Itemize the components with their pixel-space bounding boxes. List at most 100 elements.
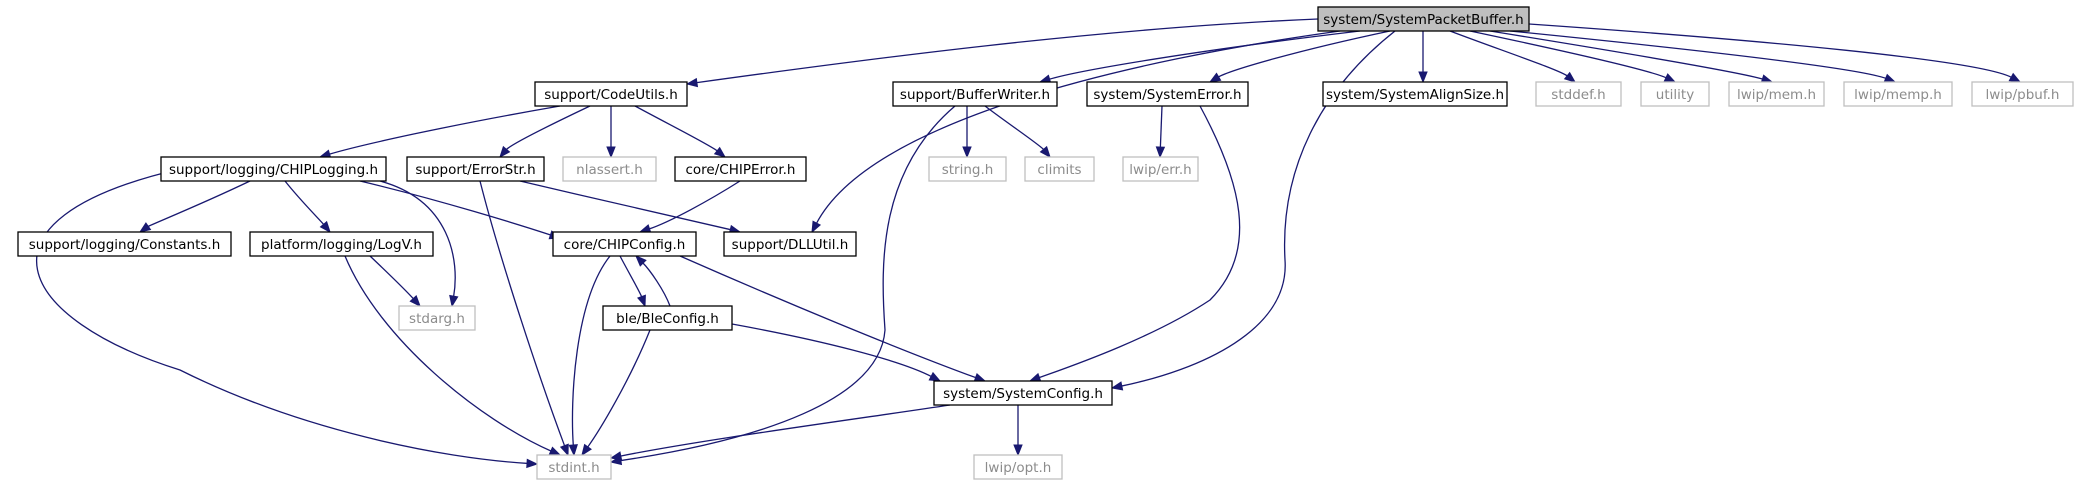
edge-systemerror-to-systemconfig	[1028, 105, 1241, 382]
edge-logv-to-stdint	[344, 255, 562, 456]
node-box	[1122, 156, 1199, 182]
edge-line	[284, 180, 325, 226]
node-label: system/SystemError.h	[1093, 87, 1241, 103]
edge-bleconfig-to-stdint	[581, 329, 651, 457]
edge-chiplogging-to-constants	[138, 180, 251, 233]
edge-line	[1528, 23, 2013, 79]
node-systemconfig[interactable]: system/SystemConfig.h	[933, 380, 1113, 406]
node-box	[406, 156, 545, 182]
node-box	[892, 81, 1058, 107]
node-label: lwip/err.h	[1129, 162, 1191, 178]
node-chiperror[interactable]: core/CHIPError.h	[674, 156, 807, 182]
edge-arrowhead	[606, 146, 616, 159]
node-label: climits	[1037, 162, 1081, 178]
edge-bleconfig-to-chipconfig	[635, 255, 671, 307]
edge-arrowhead	[2008, 72, 2022, 83]
node-box	[1086, 81, 1249, 107]
node-string: string.h	[928, 156, 1007, 182]
node-root: system/SystemPacketBuffer.h	[1317, 6, 1530, 32]
node-label: nlassert.h	[576, 162, 643, 178]
edge-arrowhead	[568, 444, 578, 457]
node-label: support/BufferWriter.h	[900, 87, 1050, 103]
node-box	[973, 454, 1063, 480]
edge-arrowhead	[635, 255, 647, 267]
edge-line	[1449, 30, 1569, 77]
edge-bufferwriter-to-string	[962, 106, 972, 159]
edge-arrowhead	[449, 294, 459, 308]
edge-codeutils-to-errorstr	[499, 105, 591, 159]
node-label: support/logging/Constants.h	[29, 237, 221, 253]
edge-line	[1038, 105, 1241, 379]
edge-chiplogging-to-stdarg	[379, 180, 459, 308]
node-label: system/SystemPacketBuffer.h	[1323, 12, 1523, 28]
edge-errorstr-to-dllutil	[519, 180, 742, 235]
node-label: core/CHIPError.h	[685, 162, 795, 178]
node-alignsize[interactable]: system/SystemAlignSize.h	[1322, 81, 1508, 107]
edge-arrowhead	[713, 146, 727, 158]
edge-errorstr-to-stdint	[479, 180, 569, 457]
node-lwiperr: lwip/err.h	[1122, 156, 1199, 182]
node-chiplogging[interactable]: support/logging/CHIPLogging.h	[160, 156, 387, 182]
node-nlassert: nlassert.h	[562, 156, 657, 182]
node-systemerror[interactable]: system/SystemError.h	[1086, 81, 1249, 107]
edge-arrowhead	[559, 443, 569, 457]
edge-arrowhead	[1039, 145, 1051, 159]
node-label: core/CHIPConfig.h	[564, 237, 686, 253]
edge-line	[571, 255, 611, 447]
edge-arrowhead	[1208, 72, 1222, 83]
edge-line	[379, 180, 456, 298]
edge-line	[147, 180, 251, 228]
node-box	[723, 231, 857, 257]
node-dllutil[interactable]: support/DLLUtil.h	[723, 231, 857, 257]
node-label: utility	[1656, 87, 1694, 103]
node-codeutils[interactable]: support/CodeUtils.h	[534, 81, 688, 107]
edge-arrowhead	[609, 451, 623, 461]
edge-systemerror-to-lwiperr	[1155, 105, 1166, 159]
edge-line	[505, 105, 591, 151]
edge-arrowhead	[526, 458, 539, 469]
edge-line	[479, 180, 566, 447]
edge-arrowhead	[138, 222, 152, 233]
node-label: stddef.h	[1551, 87, 1605, 103]
node-box	[562, 156, 657, 182]
node-label: lwip/opt.h	[985, 460, 1052, 476]
edge-arrowhead	[811, 220, 822, 234]
node-box	[928, 156, 1007, 182]
edge-root-to-codeutils	[685, 18, 1319, 88]
edge-arrowhead	[973, 372, 987, 382]
node-label: lwip/memp.h	[1854, 87, 1942, 103]
edge-root-to-dllutil	[811, 30, 1341, 234]
node-utility: utility	[1640, 81, 1710, 107]
edge-systemconfig-to-lwipopt	[1013, 405, 1023, 457]
edge-chipconfig-to-bleconfig	[619, 255, 646, 308]
node-label: support/DLLUtil.h	[732, 237, 849, 253]
node-logv[interactable]: platform/logging/LogV.h	[249, 231, 434, 257]
node-bleconfig[interactable]: ble/BleConfig.h	[602, 305, 733, 331]
edge-line	[1048, 30, 1361, 81]
node-bufferwriter[interactable]: support/BufferWriter.h	[892, 81, 1058, 107]
node-label: lwip/mem.h	[1737, 87, 1816, 103]
header-nodes: system/SystemPacketBuffer.h support/CodeU…	[17, 6, 2074, 480]
node-lwipmemp: lwip/memp.h	[1843, 81, 1953, 107]
edge-line	[619, 255, 643, 298]
node-label: system/SystemConfig.h	[943, 386, 1103, 402]
node-label: lwip/pbuf.h	[1986, 87, 2060, 103]
edge-line	[679, 255, 977, 379]
node-box	[534, 81, 688, 107]
node-box	[1024, 156, 1095, 182]
node-label: stdarg.h	[409, 311, 465, 327]
node-box	[1971, 81, 2074, 107]
node-box	[1317, 6, 1530, 32]
node-constants[interactable]: support/logging/Constants.h	[17, 231, 232, 257]
edge-codeutils-to-nlassert	[606, 106, 616, 159]
node-box	[1322, 81, 1508, 107]
edge-codeutils-to-chiplogging	[318, 105, 561, 159]
node-errorstr[interactable]: support/ErrorStr.h	[406, 156, 545, 182]
node-climits: climits	[1024, 156, 1095, 182]
edge-line	[36, 168, 529, 465]
node-chipconfig[interactable]: core/CHIPConfig.h	[552, 231, 697, 257]
edge-line	[984, 105, 1045, 151]
node-label: string.h	[942, 162, 994, 178]
node-box	[17, 231, 232, 257]
node-box	[1640, 81, 1710, 107]
